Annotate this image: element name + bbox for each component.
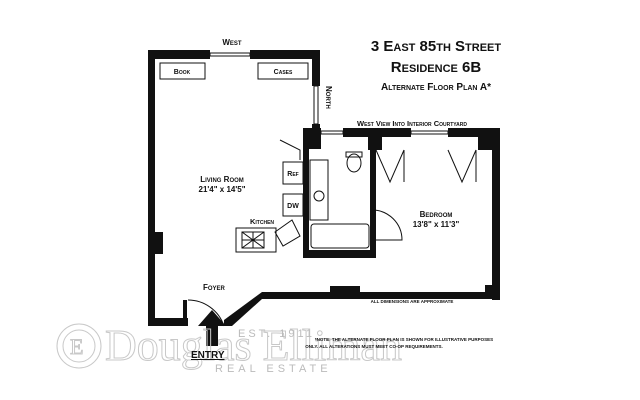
west-label: West xyxy=(222,38,242,47)
book-label: Book xyxy=(174,69,191,76)
bedroom-dims-label: 13'8" x 11'3" xyxy=(413,220,460,229)
walls xyxy=(148,50,500,326)
courtyard-label: West View Into Interior Courtyard xyxy=(357,119,467,128)
title-line1: 3 East 85th Street xyxy=(371,38,502,55)
vanity xyxy=(309,159,329,221)
bathtub xyxy=(310,223,370,249)
entry-label: ENTRY xyxy=(191,350,225,361)
kitchen-counter xyxy=(235,227,277,253)
bookcase-left xyxy=(159,62,206,80)
dishwasher xyxy=(282,193,304,217)
bedroom-door xyxy=(371,209,403,241)
refrigerator xyxy=(282,161,304,185)
north-label: North xyxy=(324,86,333,109)
toilet xyxy=(346,153,362,173)
entry-arrow-icon xyxy=(198,310,226,346)
living-room-label: Living Room xyxy=(200,175,244,184)
sink xyxy=(274,219,301,247)
note-line2-label: ONLY. ALL ALTERATIONS MUST MEET CO-OP RE… xyxy=(305,344,442,349)
sub-label: REAL ESTATE xyxy=(215,363,332,375)
est-label: EST. 1911 xyxy=(238,328,315,340)
door-swing xyxy=(279,139,301,160)
title-line3: Alternate Floor Plan A* xyxy=(381,82,491,93)
note-line1-label: *NOTE: THE ALTERNATE FLOOR PLAN IS SHOWN… xyxy=(315,337,493,342)
bedroom-label: Bedroom xyxy=(420,210,453,219)
ref-label: Ref xyxy=(287,171,298,178)
cases-label: Cases xyxy=(274,69,293,76)
kitchen-label: Kitchen xyxy=(250,217,274,226)
svg-text:E: E xyxy=(70,334,83,359)
bookcase-right xyxy=(257,62,309,80)
living-dims-label: 21'4" x 14'5" xyxy=(199,185,246,194)
closet-doors xyxy=(375,149,477,184)
title-line2: Residence 6B xyxy=(391,59,482,76)
douglas-elliman-logo: E Douglas Elliman EST. 1911 REAL ESTATE xyxy=(56,321,402,375)
dimensions-note-label: ALL DIMENSIONS ARE APPROXIMATE xyxy=(371,299,454,304)
dw-label: DW xyxy=(287,203,299,210)
brand-label: Douglas Elliman xyxy=(105,321,402,370)
foyer-label: Foyer xyxy=(203,283,226,292)
entry-door xyxy=(187,299,225,327)
fixtures xyxy=(159,62,477,327)
